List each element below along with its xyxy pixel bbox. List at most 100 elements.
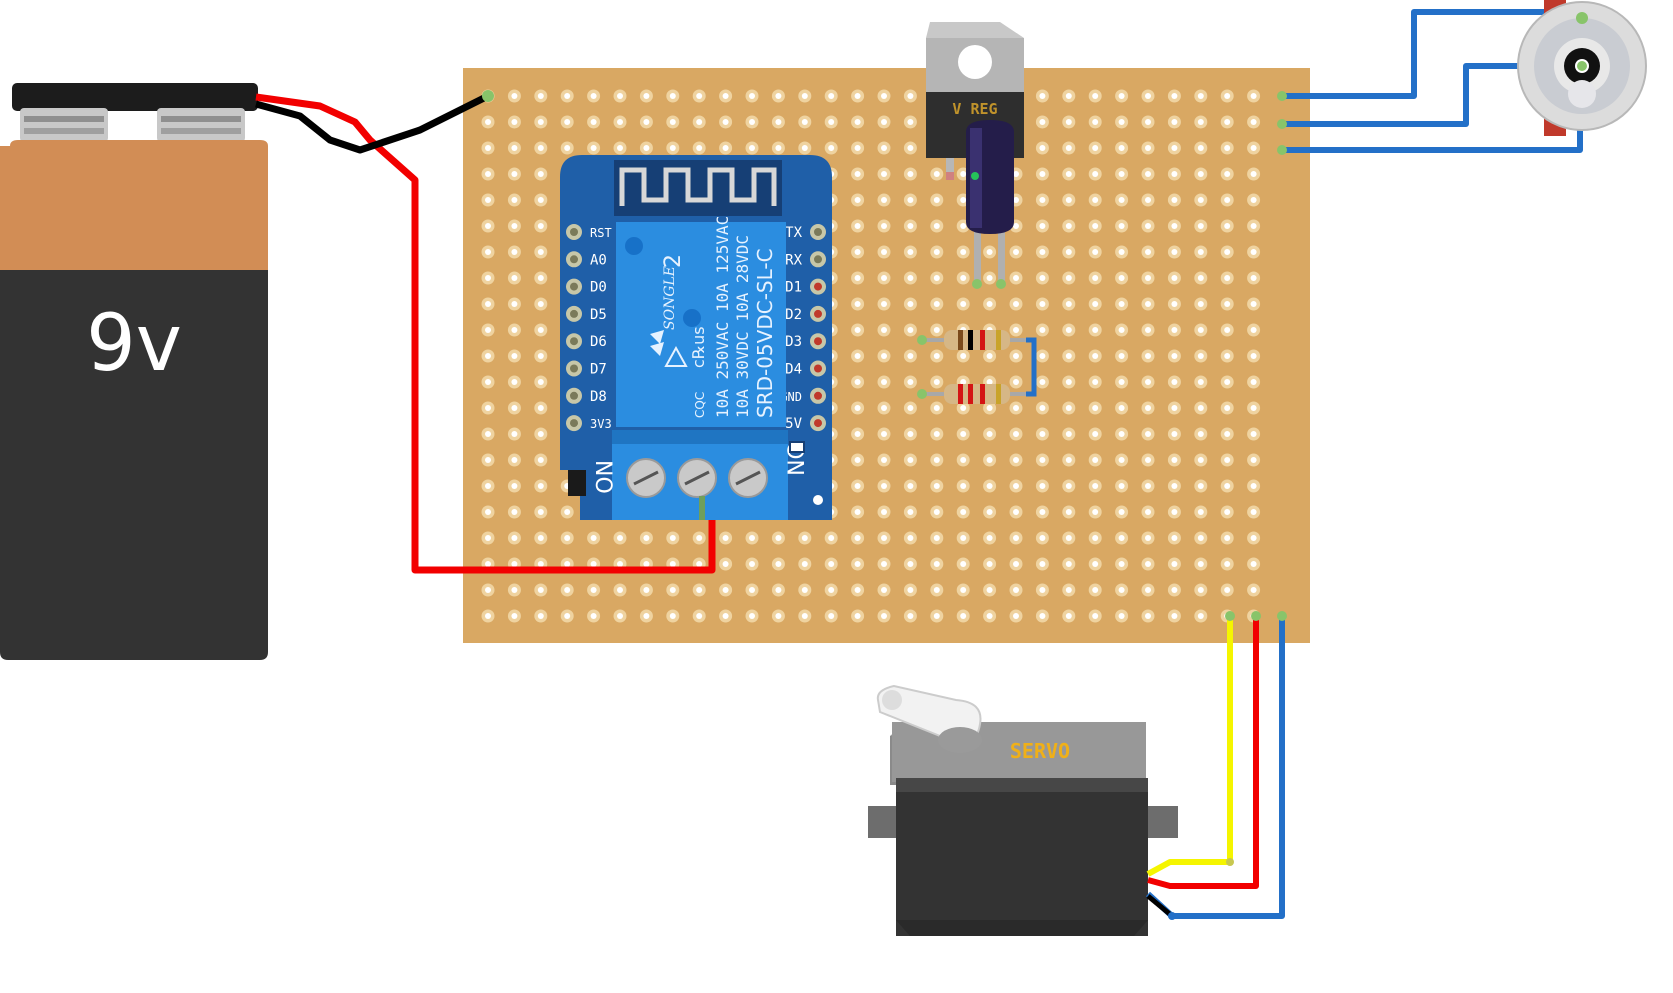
perfboard-hole-center (1250, 327, 1257, 333)
perfboard-hole-center (907, 93, 914, 99)
perfboard-hole-center (1250, 535, 1257, 541)
perfboard-hole-center (485, 535, 491, 541)
perfboard-hole-center (960, 353, 967, 359)
perfboard-hole-center (722, 145, 729, 151)
terminal-screws (626, 458, 768, 498)
perfboard-hole-center (933, 457, 940, 463)
perfboard-hole-center (907, 353, 914, 359)
perfboard-hole-center (1197, 535, 1204, 541)
perfboard-hole-center (1118, 197, 1125, 203)
perfboard-hole-center (854, 535, 861, 541)
perfboard-hole-center (1250, 145, 1257, 151)
perfboard-hole-center (1065, 119, 1072, 125)
perfboard-hole-center (1118, 457, 1125, 463)
perfboard-hole-center (1118, 353, 1125, 359)
perfboard-hole-center (960, 275, 967, 281)
perfboard-hole-center (485, 379, 491, 385)
perfboard-hole-center (986, 535, 993, 541)
perfboard-hole-center (1092, 509, 1099, 515)
perfboard-hole-center (1065, 223, 1072, 229)
perfboard-hole-center (828, 613, 835, 619)
perfboard-hole-center (1065, 509, 1072, 515)
perfboard-hole-center (775, 535, 782, 541)
servo-label: SERVO (1010, 739, 1070, 763)
perfboard-hole-center (907, 431, 914, 437)
header-pin-hole (570, 309, 578, 318)
perfboard-hole-center (907, 223, 914, 229)
resistor-2 (917, 384, 1032, 404)
perfboard-hole-center (617, 587, 623, 593)
perfboard-hole-center (1145, 249, 1151, 255)
perfboard-hole-center (537, 353, 544, 359)
perfboard-hole-center (485, 353, 491, 359)
perfboard-hole-center (1145, 561, 1151, 567)
battery-wires (255, 92, 716, 574)
pin-label: TX (785, 225, 802, 241)
relay-warning-icon (664, 345, 688, 367)
perfboard-hole-center (1092, 405, 1099, 411)
perfboard-hole-center (1118, 431, 1125, 437)
perfboard-hole-center (1145, 301, 1151, 307)
perfboard-hole-center (828, 93, 835, 99)
perfboard-hole-center (1065, 379, 1072, 385)
perfboard-hole-center (854, 509, 861, 515)
perfboard-hole-center (1145, 405, 1151, 411)
perfboard-hole-center (1250, 561, 1257, 567)
perfboard-hole-center (485, 561, 491, 567)
perfboard-hole-center (1118, 301, 1125, 307)
perfboard-hole-center (907, 405, 914, 411)
perfboard-hole-center (1118, 483, 1125, 489)
perfboard-hole-center (907, 171, 914, 177)
perfboard-hole-center (485, 223, 491, 229)
perfboard-hole-center (1118, 509, 1125, 515)
perfboard-hole-center (511, 535, 518, 541)
perfboard-hole-center (511, 93, 518, 99)
perfboard-hole-center (749, 587, 755, 593)
perfboard-hole-center (590, 587, 597, 593)
perfboard-hole-center (1039, 613, 1046, 619)
perfboard-hole-center (881, 561, 887, 567)
perfboard-hole-center (1224, 197, 1231, 203)
perfboard-hole-center (537, 405, 544, 411)
perfboard-hole-center (1013, 509, 1019, 515)
perfboard-hole-center (907, 119, 914, 125)
perfboard-hole-center (1145, 275, 1151, 281)
perfboard-hole-center (1013, 483, 1019, 489)
perfboard-hole-center (485, 405, 491, 411)
perfboard-hole-center (933, 613, 940, 619)
perfboard-hole-center (828, 119, 835, 125)
perfboard-hole-center (511, 561, 518, 567)
perfboard-hole-center (485, 301, 491, 307)
perfboard-hole-center (564, 561, 571, 567)
header-pin-hole (814, 419, 822, 428)
perfboard-hole-center (511, 327, 518, 333)
perfboard-hole-center (485, 171, 491, 177)
perfboard-hole-center (1013, 431, 1019, 437)
perfboard-hole-center (1013, 379, 1019, 385)
perfboard-hole-center (1092, 431, 1099, 437)
perfboard-hole-center (1039, 379, 1046, 385)
perfboard-hole-center (854, 119, 861, 125)
perfboard-hole-center (933, 587, 940, 593)
perfboard-hole-center (537, 379, 544, 385)
perfboard-hole-center (1065, 249, 1072, 255)
perfboard-hole-center (749, 535, 755, 541)
perfboard-hole-center (1197, 93, 1204, 99)
perfboard-hole-center (907, 145, 914, 151)
perfboard-hole-center (1224, 93, 1231, 99)
perfboard-hole-center (1224, 457, 1231, 463)
perfboard-hole-center (801, 145, 808, 151)
perfboard-hole-center (1171, 197, 1178, 203)
perfboard-hole-center (1118, 587, 1125, 593)
perfboard-hole-center (722, 587, 729, 593)
perfboard-hole-center (1224, 171, 1231, 177)
perfboard-hole-center (960, 457, 967, 463)
perfboard-hole-center (1197, 249, 1204, 255)
header-pin-hole (814, 364, 822, 373)
pin-label: D6 (590, 334, 607, 350)
regulator-label: V REG (952, 100, 997, 118)
perfboard-hole-center (1224, 405, 1231, 411)
perfboard-hole-center (643, 119, 650, 125)
perfboard-hole-center (485, 197, 491, 203)
perfboard-hole-center (933, 405, 940, 411)
